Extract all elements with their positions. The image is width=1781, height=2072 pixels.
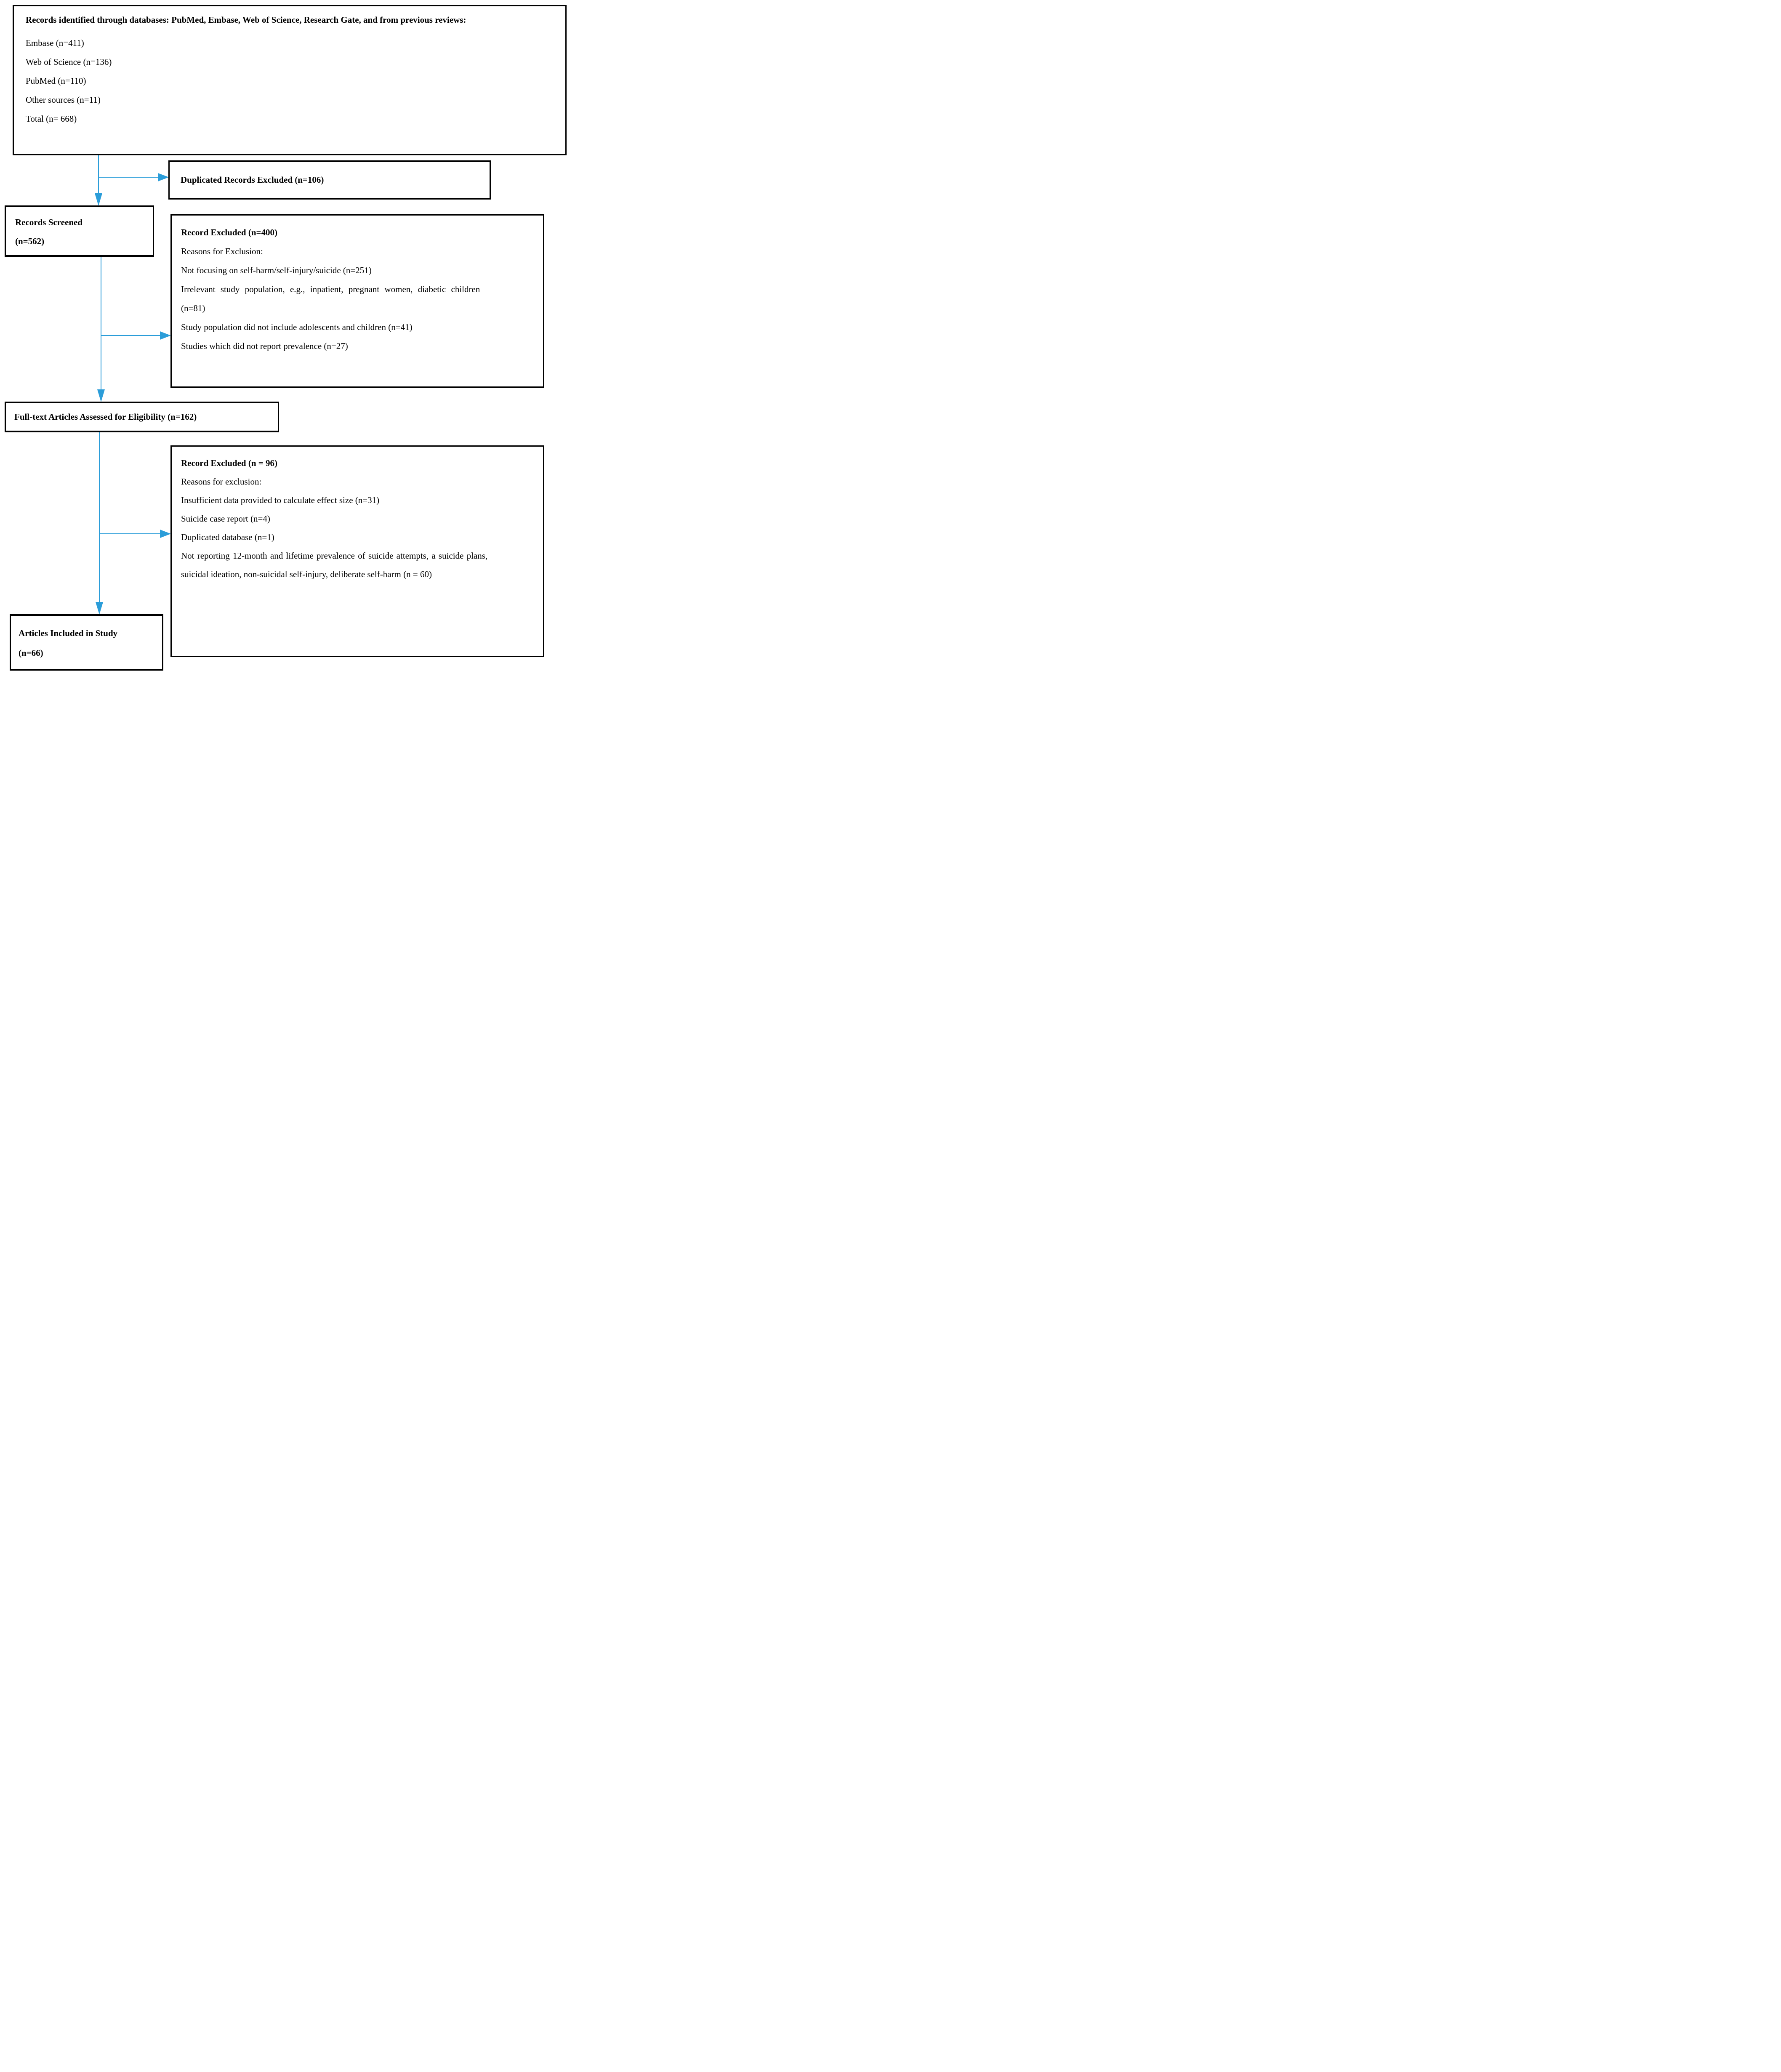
duplicates-excluded-box: Duplicated Records Excluded (n=106) [168, 160, 491, 200]
arrow-fulltext-to-included [99, 432, 100, 602]
records-excluded-box: Record Excluded (n=400) Reasons for Excl… [170, 214, 544, 388]
identification-title: Records identified through databases: Pu… [26, 15, 466, 25]
fulltext-excluded-reason: Suicide case report (n=4) [181, 514, 270, 524]
records-excluded-reasons-label: Reasons for Exclusion: [181, 246, 263, 256]
records-excluded-reason: (n=81) [181, 303, 205, 313]
records-screened-line-2: (n=562) [15, 236, 45, 246]
fulltext-excluded-box: Record Excluded (n = 96) Reasons for exc… [170, 445, 544, 657]
fulltext-excluded-reason: suicidal ideation, non-suicidal self-inj… [181, 569, 432, 579]
identification-line-other: Other sources (n=11) [26, 95, 101, 105]
arrow-branch-records-excluded [101, 335, 160, 336]
fulltext-excluded-reasons-label: Reasons for exclusion: [181, 477, 262, 487]
identification-line-total: Total (n= 668) [26, 114, 77, 124]
prisma-flow-diagram: Records identified through databases: Pu… [0, 0, 577, 671]
fulltext-assessed-box: Full-text Articles Assessed for Eligibil… [5, 402, 279, 432]
arrowhead-down-icon [97, 389, 105, 402]
arrowhead-right-icon [158, 173, 169, 181]
identification-line-embase: Embase (n=411) [26, 38, 84, 48]
arrow-branch-duplicates [99, 177, 158, 178]
included-box: Articles Included in Study (n=66) [10, 614, 163, 671]
records-excluded-reason: Not focusing on self-harm/self-injury/su… [181, 265, 372, 275]
fulltext-excluded-reason: Not reporting 12-month and lifetime prev… [181, 551, 488, 561]
records-excluded-reason: Irrelevant study population, e.g., inpat… [181, 284, 480, 294]
records-screened-line-1: Records Screened [15, 217, 83, 227]
records-excluded-title: Record Excluded (n=400) [181, 227, 277, 237]
fulltext-assessed-title: Full-text Articles Assessed for Eligibil… [14, 412, 197, 422]
identification-line-pubmed: PubMed (n=110) [26, 76, 86, 86]
arrowhead-down-icon [95, 193, 102, 206]
fulltext-excluded-title: Record Excluded (n = 96) [181, 458, 277, 468]
included-line-2: (n=66) [19, 648, 43, 658]
records-excluded-reason: Study population did not include adolesc… [181, 322, 413, 332]
included-line-1: Articles Included in Study [19, 628, 118, 638]
fulltext-excluded-reason: Insufficient data provided to calculate … [181, 495, 380, 505]
arrow-identification-to-screened [98, 155, 99, 193]
arrowhead-right-icon [160, 530, 171, 538]
fulltext-excluded-reason: Duplicated database (n=1) [181, 532, 274, 542]
arrow-branch-fulltext-excluded [99, 533, 160, 534]
duplicates-excluded-title: Duplicated Records Excluded (n=106) [181, 175, 324, 185]
identification-box: Records identified through databases: Pu… [13, 5, 567, 155]
identification-line-wos: Web of Science (n=136) [26, 57, 112, 67]
arrowhead-right-icon [160, 331, 171, 340]
records-excluded-reason: Studies which did not report prevalence … [181, 341, 348, 351]
arrowhead-down-icon [96, 602, 103, 615]
records-screened-box: Records Screened (n=562) [5, 205, 154, 257]
